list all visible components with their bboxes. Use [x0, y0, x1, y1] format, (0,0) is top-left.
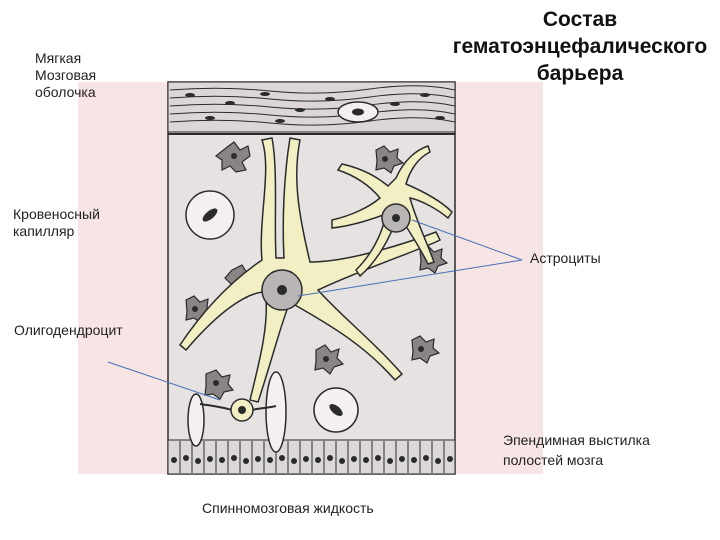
label-ependyma: Эпендимная выстилка полостей мозга [503, 432, 650, 468]
astrocyte-large [179, 137, 442, 403]
diagram-title: Состав гематоэнцефалического барьера [452, 8, 708, 85]
pointer-astrocytes-lower [297, 259, 523, 297]
ependyma-layer [167, 439, 456, 475]
pointer-astrocytes-upper [411, 219, 523, 261]
label-oligodendrocyte: Олигодендроцит [14, 322, 123, 338]
label-pia-mater: Мягкая Мозговая оболочка [35, 50, 97, 100]
astrocyte-small [331, 145, 453, 278]
oligodendrocyte-cell [199, 398, 277, 422]
pointer-lines [107, 219, 523, 401]
label-astrocytes: Астроциты [530, 250, 601, 266]
pia-mater-layer [167, 81, 456, 133]
label-capillary: Кровеносный капилляр [13, 206, 100, 239]
label-csf: Спинномозговая жидкость [202, 500, 374, 516]
pointer-oligodendrocyte [107, 361, 221, 401]
